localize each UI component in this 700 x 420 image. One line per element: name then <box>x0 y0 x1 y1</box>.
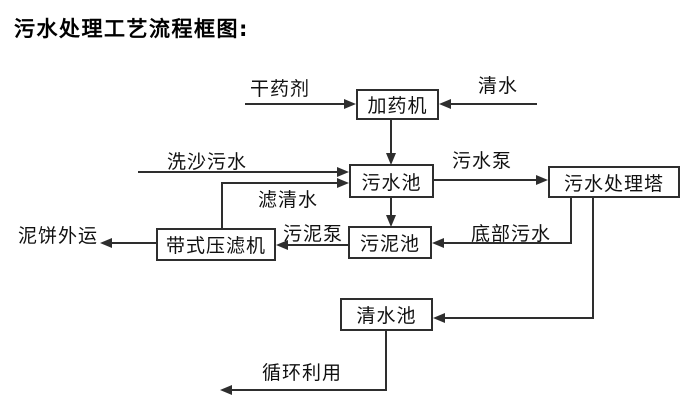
arrowhead-sewage-pool-to-sludge-pool-icon <box>386 215 396 227</box>
line-sewage-pump <box>434 179 537 181</box>
node-sludge-pool-label: 污泥池 <box>359 233 420 255</box>
node-sewage-pool: 污水池 <box>349 164 434 198</box>
line-sewage-pool-to-sludge-pool <box>390 198 392 216</box>
arrowhead-sludge-pump-icon <box>276 240 288 250</box>
arrowhead-mud-cake-out-icon <box>100 238 112 248</box>
arrowhead-filtered-water-icon <box>337 178 349 188</box>
line-filtered-water-riser <box>221 184 223 228</box>
line-mud-cake-out <box>112 242 156 244</box>
node-dosing-machine: 加药机 <box>356 89 439 120</box>
arrowhead-bottom-sewage-icon <box>432 238 444 248</box>
line-filtered-water <box>221 182 338 184</box>
edge-label-recycle-use: 循环利用 <box>262 362 343 384</box>
edge-label-sludge-pump: 污泥泵 <box>283 223 344 245</box>
line-sludge-pump <box>288 244 348 246</box>
node-clear-water-pool: 清水池 <box>340 298 433 331</box>
line-recycle-use <box>232 389 387 391</box>
edge-label-filtered-water: 滤清水 <box>258 189 319 211</box>
node-treatment-tower-label: 污水处理塔 <box>563 172 664 195</box>
edge-label-dry-agent: 干药剂 <box>250 78 311 100</box>
edge-label-bottom-sewage: 底部污水 <box>471 223 552 245</box>
node-belt-filter-press: 带式压滤机 <box>156 228 276 261</box>
line-sand-washing-sewage <box>138 171 339 173</box>
line-dosing-to-sewage-pool <box>390 119 392 154</box>
node-sewage-pool-label: 污水池 <box>361 171 422 194</box>
edge-label-sand-washing-sewage: 洗沙污水 <box>167 151 248 173</box>
arrowhead-clean-water-icon <box>439 99 451 109</box>
node-dosing-machine-label: 加药机 <box>367 95 428 117</box>
line-bottom-sewage <box>444 242 572 244</box>
arrowhead-sand-washing-sewage-icon <box>337 167 349 177</box>
arrowhead-dry-agent-icon <box>344 99 356 109</box>
edge-label-mud-cake-out: 泥饼外运 <box>18 225 99 247</box>
line-clean-water <box>451 103 537 105</box>
line-dry-agent <box>245 103 346 105</box>
node-sludge-pool: 污泥池 <box>348 226 432 259</box>
line-bottom-sewage-vertical <box>570 198 572 244</box>
page-title: 污水处理工艺流程框图: <box>14 17 249 41</box>
arrowhead-sewage-pump-icon <box>536 175 548 185</box>
line-tower-to-clear-pool-vertical <box>592 198 594 319</box>
node-treatment-tower: 污水处理塔 <box>548 166 680 198</box>
arrowhead-tower-to-clear-pool-icon <box>433 313 445 323</box>
edge-label-sewage-pump: 污水泵 <box>452 150 513 172</box>
edge-label-clean-water: 清水 <box>478 75 519 97</box>
line-tower-to-clear-pool <box>445 317 594 319</box>
arrowhead-recycle-use-icon <box>220 385 232 395</box>
line-recycle-use-vertical <box>385 331 387 391</box>
node-belt-filter-press-label: 带式压滤机 <box>165 235 266 257</box>
arrowhead-dosing-to-sewage-pool-icon <box>386 153 396 165</box>
node-clear-water-pool-label: 清水池 <box>356 305 417 327</box>
